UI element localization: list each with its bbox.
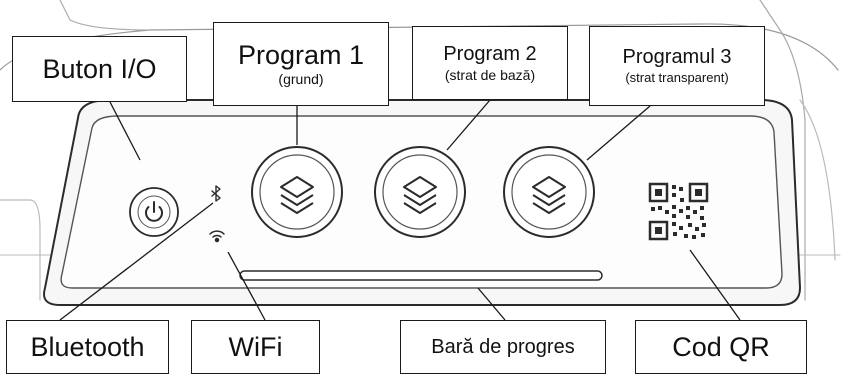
bluetooth-label: Bluetooth (30, 331, 145, 362)
power-button-label: Buton I/O (42, 53, 157, 84)
program1-subtitle: (grund) (278, 71, 324, 88)
qr-code-label: Cod QR (672, 331, 770, 362)
wifi-label: WiFi (228, 331, 283, 362)
bluetooth-callout: Bluetooth (6, 320, 169, 374)
program3-title: Programul 3 (622, 46, 732, 69)
program3-subtitle: (strat transparent) (625, 70, 729, 86)
program3-callout: Programul 3 (strat transparent) (589, 26, 765, 106)
qr-code-callout: Cod QR (635, 320, 807, 374)
program1-callout: Program 1 (grund) (213, 22, 389, 106)
program2-title: Program 2 (443, 42, 537, 65)
power-button-callout: Buton I/O (12, 36, 187, 102)
program2-button[interactable] (374, 146, 466, 238)
wifi-icon (209, 230, 225, 243)
program3-button[interactable] (503, 146, 595, 238)
program2-callout: Program 2 (strat de bază) (412, 26, 568, 100)
progress-bar-label: Bară de progres (431, 335, 575, 358)
program2-subtitle: (strat de bază) (444, 66, 536, 83)
bluetooth-icon (211, 185, 221, 202)
leader-lines (59, 99, 741, 321)
progress-bar (239, 270, 603, 281)
qr-code-icon (648, 182, 709, 241)
program1-title: Program 1 (237, 39, 365, 70)
program1-button[interactable] (251, 146, 343, 238)
layers-icon (403, 176, 437, 214)
layers-icon (532, 176, 566, 214)
layers-icon (280, 176, 314, 214)
wifi-callout: WiFi (191, 320, 320, 374)
progress-bar-callout: Bară de progres (400, 320, 606, 374)
power-button[interactable] (129, 187, 179, 237)
power-icon (145, 201, 163, 222)
